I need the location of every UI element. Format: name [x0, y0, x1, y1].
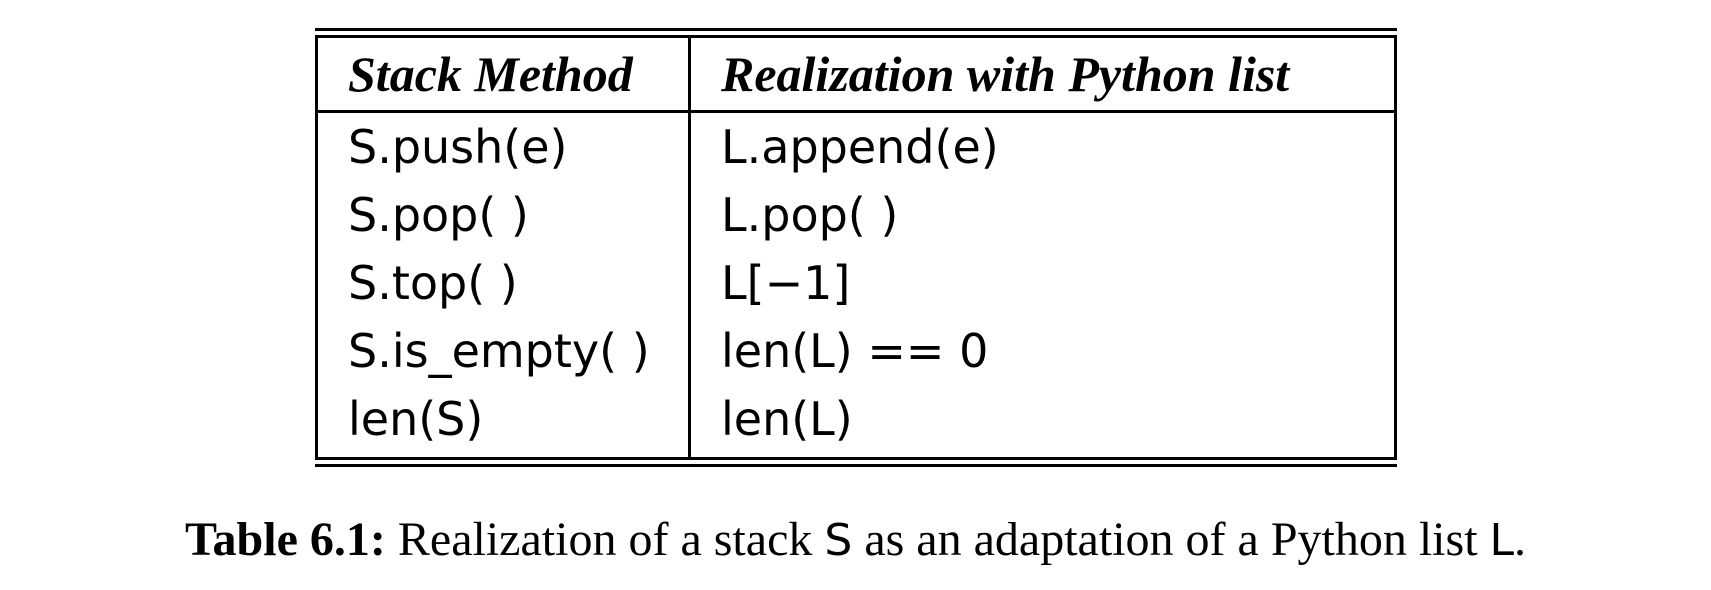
stack-method-cell: S.top( )	[316, 249, 691, 317]
caption-text-middle: as an adaptation of a Python list	[852, 513, 1490, 566]
realization-cell: L.pop( )	[721, 188, 899, 242]
realization-cell: L[−1]	[721, 256, 851, 310]
realization-cell: L.append(e)	[721, 120, 999, 174]
caption-var-l: L	[1489, 515, 1515, 566]
header-python-realization: Realization with Python list	[689, 36, 1396, 113]
table-row: len(S) len(L)	[316, 385, 1396, 459]
realization-cell: len(L) == 0	[721, 324, 989, 378]
table-row: S.push(e) L.append(e)	[316, 111, 1396, 181]
caption-text-before: Realization of a stack	[385, 513, 825, 566]
table-row: S.is_empty( ) len(L) == 0	[316, 317, 1396, 385]
stack-method-cell: len(S)	[316, 385, 691, 459]
top-rule	[315, 28, 1397, 35]
caption-label: Table 6.1:	[184, 513, 386, 566]
bottom-rule	[315, 460, 1397, 467]
header-stack-method: Stack Method	[316, 36, 691, 113]
table-caption: Table 6.1: Realization of a stack S as a…	[0, 512, 1711, 567]
table-row: S.pop( ) L.pop( )	[316, 181, 1396, 249]
stack-method-cell: S.push(e)	[316, 111, 691, 181]
caption-text-after: .	[1514, 513, 1527, 566]
caption-var-s: S	[824, 515, 853, 566]
stack-methods-table-container: Stack Method Realization with Python lis…	[315, 28, 1397, 467]
table-header-row: Stack Method Realization with Python lis…	[316, 36, 1396, 113]
stack-method-cell: S.is_empty( )	[316, 317, 691, 385]
stack-method-cell: S.pop( )	[316, 181, 691, 249]
stack-methods-table: Stack Method Realization with Python lis…	[315, 35, 1397, 460]
table-row: S.top( ) L[−1]	[316, 249, 1396, 317]
realization-cell: len(L)	[721, 392, 853, 446]
